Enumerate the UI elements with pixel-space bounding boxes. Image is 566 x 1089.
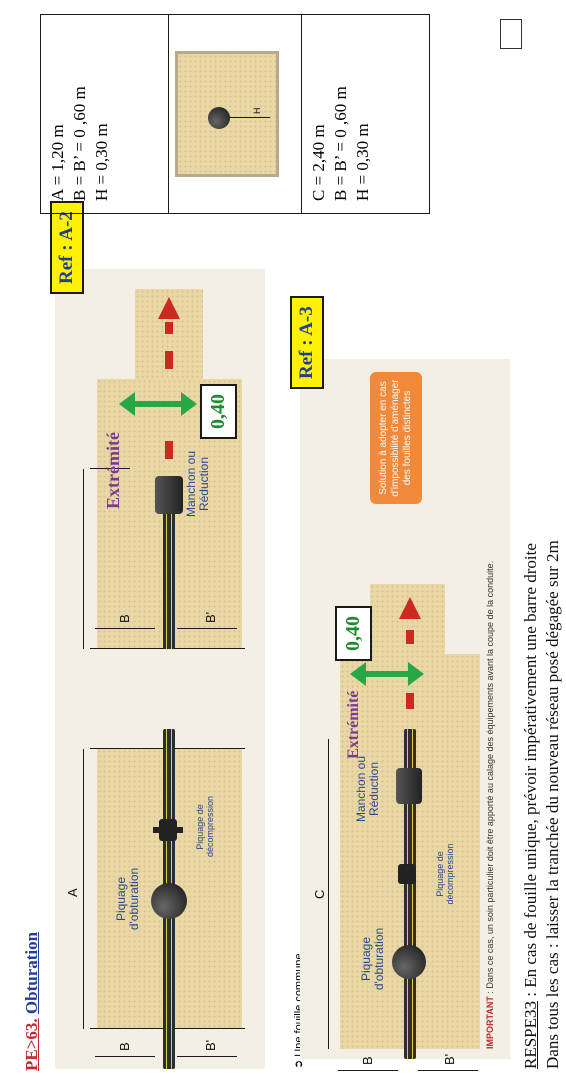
table-cell-a: A = 1,20 m B = B’ = 0 ,60 m H = 0,30 m — [40, 14, 169, 214]
diagram-top: A Piquage d'obturation Piquage de décomp… — [55, 269, 265, 1069]
dimensions-table: A = 1,20 m B = B’ = 0 ,60 m H = 0,30 m H… — [40, 14, 430, 214]
dim-C-label: C — [312, 889, 327, 899]
section-number: PE>63. — [22, 1018, 41, 1071]
label-piquage-obturation-bottom: Piquage d'obturation — [359, 927, 386, 991]
orange-note: Solution à adopter en cas d'impossibilit… — [370, 372, 422, 504]
ref-a2: Ref : A-2 — [50, 201, 84, 294]
green-dim-arrow-bottom — [364, 671, 410, 677]
manchon-coupler-bottom — [396, 768, 422, 804]
manchon-coupler — [155, 476, 183, 514]
footer-text: RESPE33 : En cas de fouille unique, prév… — [520, 69, 564, 1069]
flow-arrow-top — [158, 297, 180, 319]
dim-B-top: B — [117, 1042, 132, 1051]
label-piquage-obturation: Piquage d'obturation — [114, 867, 141, 931]
label-extremite-top: Extrémité — [103, 432, 123, 509]
dim-A-label: A — [65, 888, 80, 897]
dim-B-bottom: B' — [203, 1039, 218, 1051]
label-piquage-decompression-bottom: Piquage de décompression — [435, 843, 455, 905]
label-extremite-bottom: Extrémité — [345, 690, 362, 759]
footer-line-1: RESPE33 : En cas de fouille unique, prév… — [521, 543, 540, 1069]
green-dim-arrow-top — [133, 401, 183, 407]
footer-line-2: Dans tous les cas : laisser la tranchée … — [543, 540, 562, 1069]
section-title: Obturation — [22, 931, 41, 1015]
flow-arrow-bottom — [399, 597, 421, 619]
diagram-bottom: C Piquage d'obturation Manchon ou Réduct… — [300, 359, 510, 1071]
dim-B-right-top: B — [117, 614, 132, 623]
dim-value-top: 0,40 — [200, 384, 237, 439]
page-marker-box — [500, 19, 522, 49]
obturation-ball — [151, 883, 187, 919]
trench-section-diagram: H — [175, 51, 279, 177]
section-H-label: H — [252, 107, 262, 115]
dim-value-bottom: 0,40 — [335, 606, 372, 661]
obturation-ball-bottom — [392, 945, 426, 979]
table-cell-c: C = 2,40 m B = B’ = 0 ,60 m H = 0,30 m — [301, 14, 430, 214]
dim-B-right-bottom: B' — [203, 611, 218, 623]
label-manchon-top: Manchon ou Réduction — [184, 450, 211, 518]
section-heading: PE>63. Obturation — [22, 932, 42, 1071]
label-piquage-decompression: Piquage de décompression — [195, 795, 215, 857]
dim-B-bottom-bottom: B' — [442, 1053, 457, 1065]
table-cell-section: H — [168, 14, 302, 214]
ref-a3: Ref : A-3 — [290, 296, 324, 389]
dim-B-top-bottom: B — [360, 1056, 375, 1065]
important-note: IMPORTANT : Dans ce cas, un soin particu… — [485, 560, 495, 1049]
